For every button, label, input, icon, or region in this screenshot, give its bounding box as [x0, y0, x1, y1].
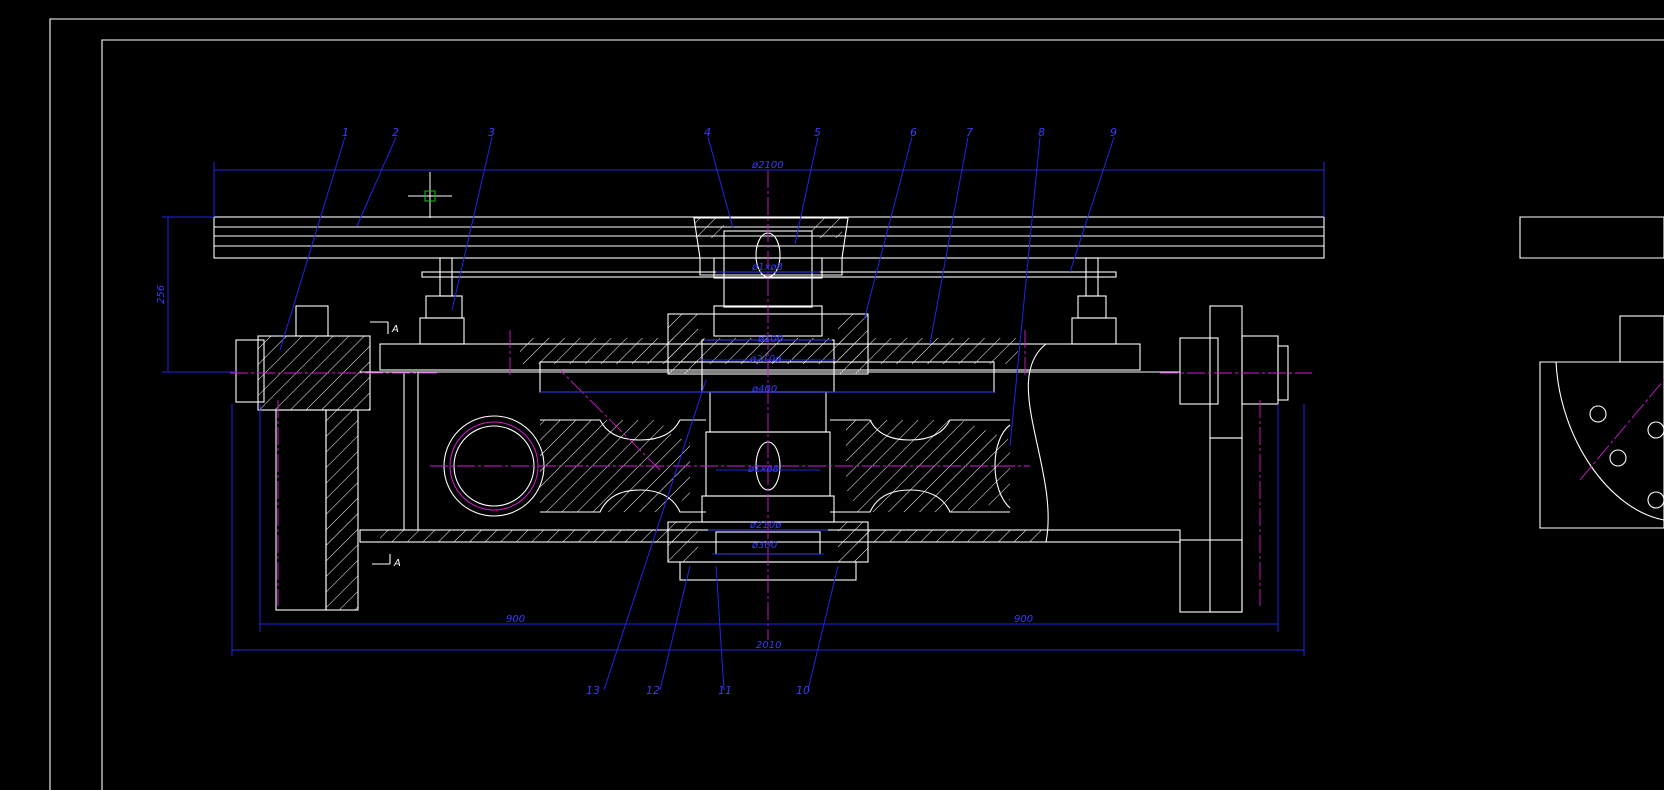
crosshair-cursor-icon — [408, 172, 452, 218]
part-label-10: 10 — [796, 684, 810, 697]
dim-upper-3: ø210ø — [749, 354, 782, 365]
section-label-top: A — [391, 324, 399, 335]
part-label-11: 11 — [718, 684, 732, 697]
dim-vertical-left: 256 — [156, 285, 167, 304]
part-label-3: 3 — [488, 126, 495, 139]
drawing-frame — [49, 18, 1664, 790]
left-bracket — [235, 305, 371, 611]
dim-upper-2: ø100 — [757, 334, 783, 345]
dim-span-left: 900 — [506, 614, 525, 625]
dim-top-width: ø2100 — [751, 160, 784, 171]
dim-overall-width: 2010 — [756, 640, 781, 651]
part-label-1: 1 — [342, 126, 349, 139]
dim-upper-4: ø400 — [751, 384, 777, 395]
beam-supports — [419, 257, 1117, 345]
part-label-9: 9 — [1110, 126, 1117, 139]
part-label-5: 5 — [814, 126, 821, 139]
right-bracket — [1179, 305, 1289, 613]
part-label-6: 6 — [910, 126, 917, 139]
dim-lower-2: ø300 — [751, 540, 777, 551]
section-label-bottom: A — [393, 558, 401, 569]
part-number-labels: 1 2 3 4 5 6 7 8 9 13 12 11 10 — [342, 126, 1117, 697]
dim-lower-1: ø210ø — [749, 520, 782, 531]
dim-span-right: 900 — [1014, 614, 1033, 625]
centerlines — [230, 170, 1664, 640]
part-label-12: 12 — [646, 684, 660, 697]
section-cut-marker-bottom: A — [372, 554, 401, 569]
dim-mid: ø1xø8 — [747, 464, 779, 475]
part-label-2: 2 — [392, 126, 399, 139]
part-label-13: 13 — [586, 684, 600, 697]
main-frame — [359, 338, 1181, 543]
leader-lines — [279, 136, 1115, 691]
dimension-lines — [162, 162, 1325, 656]
section-cut-marker-top: A — [370, 321, 399, 335]
part-label-8: 8 — [1038, 126, 1045, 139]
part-label-4: 4 — [704, 126, 711, 139]
dim-upper-1: ø1xø8 — [751, 262, 783, 273]
dimension-labels: ø2100 256 ø1xø8 ø100 ø210ø ø400 ø1xø8 ø2… — [156, 160, 1033, 651]
partial-side-view — [1519, 216, 1664, 529]
part-label-7: 7 — [966, 126, 973, 139]
